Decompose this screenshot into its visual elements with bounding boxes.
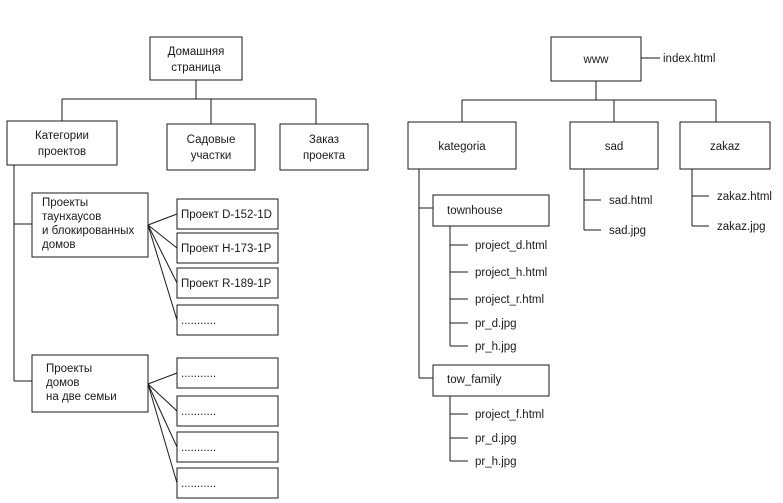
node-townhouse-project-1: Проект D-152-1D <box>176 198 279 230</box>
file-index-html: index.html <box>663 53 715 65</box>
file-zakaz-html: zakaz.html <box>717 191 772 203</box>
node-label: zakaz <box>710 141 740 153</box>
node-label: Домашняя <box>168 46 225 58</box>
node-label: townhouse <box>447 205 503 217</box>
node-label: www <box>583 54 610 66</box>
node-label: и блокированных <box>42 225 135 237</box>
file-pr-d-jpg: pr_d.jpg <box>475 318 517 330</box>
fan-townhouse-4 <box>147 224 178 321</box>
file-project-h-html: project_h.html <box>475 267 547 279</box>
node-townhouse-project-3: Проект R-189-1P <box>176 267 279 299</box>
file-project-r-html: project_r.html <box>475 294 544 306</box>
node-townhouse-project-4: ........... <box>176 304 279 336</box>
node-label: Проекты <box>42 197 88 209</box>
node-duplex-group: Проекты домов на две семьи <box>31 354 149 413</box>
fan-townhouse-2 <box>147 224 178 249</box>
file-sad-jpg: sad.jpg <box>609 225 646 237</box>
node-label: ........... <box>181 442 216 454</box>
node-duplex-project-2: ........... <box>176 395 279 427</box>
node-kategoria: kategoria <box>407 121 517 170</box>
file-pr-h-jpg: pr_h.jpg <box>475 341 517 353</box>
node-duplex-project-3: ........... <box>176 431 279 463</box>
fan-duplex-4 <box>147 383 178 484</box>
file-pr-d-jpg-2: pr_d.jpg <box>475 433 517 445</box>
fan-duplex-3 <box>147 383 178 448</box>
node-townhouse-project-2: Проект H-173-1P <box>176 232 279 264</box>
node-sad: sad <box>569 121 659 170</box>
node-label: Категории <box>35 130 89 142</box>
node-home-page: Домашняя страница <box>149 36 243 81</box>
node-project-categories: Категории проектов <box>6 120 118 166</box>
fan-duplex-1 <box>147 372 178 385</box>
node-label: Проект D-152-1D <box>181 209 272 221</box>
node-duplex-project-4: ........... <box>176 467 279 499</box>
node-duplex-project-1: ........... <box>176 357 279 389</box>
left-tree-connectors <box>13 80 317 484</box>
node-label: ........... <box>181 478 216 490</box>
node-label: tow_family <box>447 374 502 386</box>
node-label: ........... <box>181 406 216 418</box>
node-label: Проект R-189-1P <box>181 278 272 290</box>
file-zakaz-jpg: zakaz.jpg <box>717 221 766 233</box>
file-project-d-html: project_d.html <box>475 240 547 252</box>
node-label: страница <box>171 62 221 74</box>
node-label: ........... <box>181 315 216 327</box>
node-townhouse-group: Проекты таунхаусов и блокированных домов <box>31 192 149 258</box>
node-garden-plots: Садовые участки <box>166 123 256 171</box>
file-pr-h-jpg-2: pr_h.jpg <box>475 456 517 468</box>
node-label: домов <box>46 377 80 389</box>
node-tow-family: tow_family <box>432 364 550 397</box>
fan-duplex-2 <box>147 383 178 412</box>
file-sad-html: sad.html <box>609 195 652 207</box>
node-townhouse: townhouse <box>432 194 550 227</box>
node-label: Садовые <box>187 134 236 146</box>
node-label: проектов <box>38 146 86 158</box>
node-zakaz: zakaz <box>679 121 771 170</box>
node-label: на две семьи <box>46 391 117 403</box>
node-label: Заказ <box>309 134 339 146</box>
node-label: kategoria <box>438 141 486 153</box>
fan-townhouse-3 <box>147 224 178 284</box>
right-tree-connectors <box>418 57 717 462</box>
node-label: участки <box>191 150 232 162</box>
fan-townhouse-1 <box>147 213 178 226</box>
node-label: таунхаусов <box>42 211 101 223</box>
node-label: Проект H-173-1P <box>181 243 272 255</box>
node-project-order: Заказ проекта <box>279 123 369 171</box>
node-label: sad <box>605 141 624 153</box>
node-label: ........... <box>181 368 216 380</box>
node-www: www <box>550 36 642 82</box>
node-label: Проекты <box>46 363 92 375</box>
node-label: домов <box>42 239 76 251</box>
node-label: проекта <box>303 150 346 162</box>
file-project-f-html: project_f.html <box>475 409 544 421</box>
